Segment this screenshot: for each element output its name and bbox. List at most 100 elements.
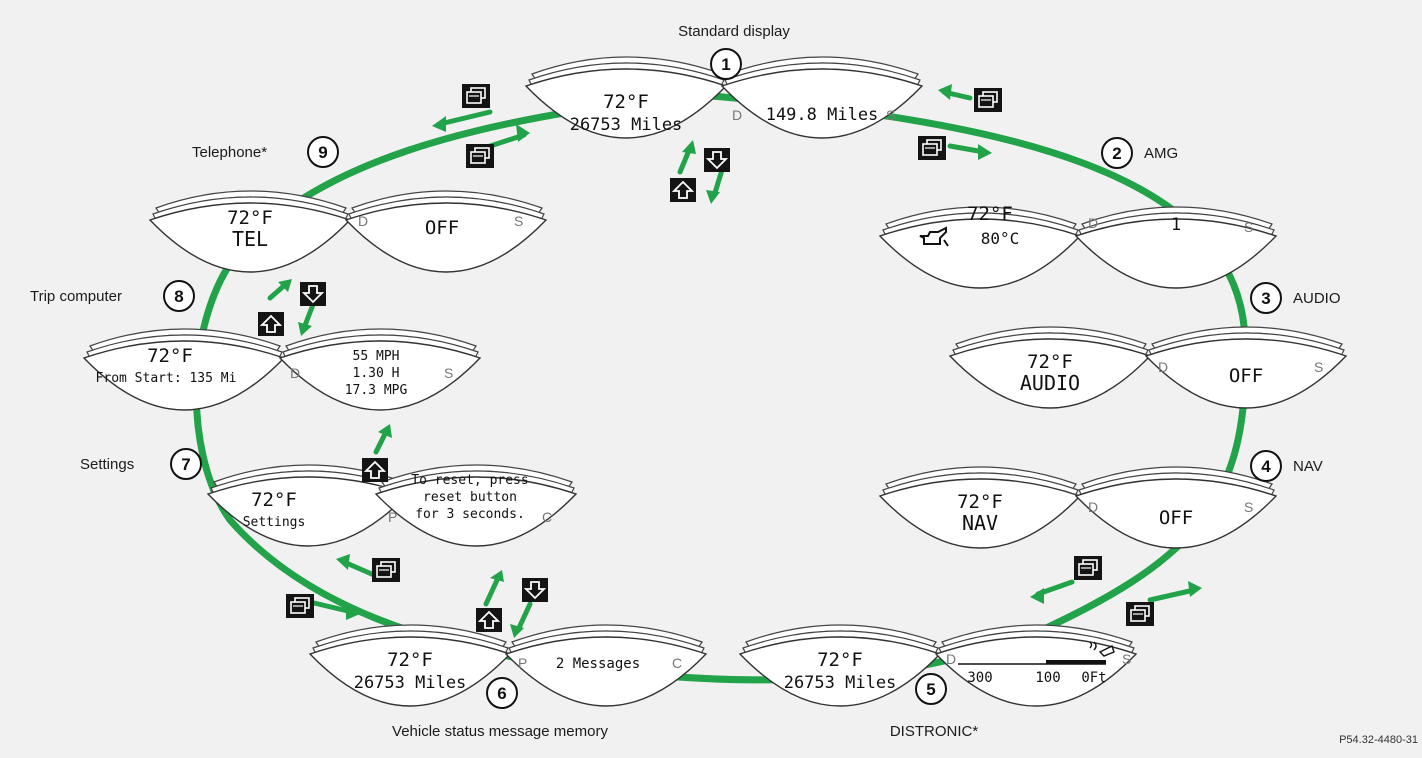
distronic-left-line-2: 26753 Miles [784,673,897,693]
arrow-status-down [515,601,533,633]
display-vehicle-status: 72°F 26753 Miles P C 2 Messages [309,624,707,707]
label-standard-display: Standard display [678,23,790,40]
arrow-status-up [483,575,501,607]
down-arrow-button-icon [703,147,731,173]
audio-left-line-1: 72°F [1027,351,1073,373]
amg-side-d: D [1088,215,1098,231]
number-4: 4 [1261,457,1271,476]
arrow-status-to-settings [341,559,377,578]
arrowhead-6 [978,144,992,160]
label-vehicle-status: Vehicle status message memory [392,723,608,740]
number-5: 5 [926,680,935,699]
number-badge-2 [1101,137,1133,169]
up-arrow-button-icon [669,177,697,203]
number-badge-9 [307,136,339,168]
display-standard: 72°F 26753 Miles D S 149.8 Miles [525,56,923,139]
number-1: 1 [721,55,730,74]
arrow-settings-to-status [311,600,355,615]
telephone-left-line-1: 72°F [227,207,273,229]
arrow-heads [278,84,1202,638]
distronic-left-line-1: 72°F [817,649,863,671]
vehicle-status-left-line-1: 72°F [387,649,433,671]
audio-left-line-2: AUDIO [1020,371,1080,395]
arrowhead-14 [1030,588,1044,604]
down-arrow-button-icon [521,577,549,603]
trip-right-line-2: 1.30 H [353,366,400,381]
display-amg: 72°F 80°C D S 1 [879,203,1277,289]
number-7: 7 [181,455,190,474]
display-nav: 72°F NAV D S OFF [879,466,1277,549]
arrowhead-12 [490,570,504,582]
amg-left-line-2: 80°C [981,229,1020,248]
trip-left-line-2: From Start: 135 Mi [96,371,237,386]
audio-side-s: S [1314,359,1323,375]
number-9: 9 [318,143,327,162]
oil-can-icon [919,226,949,247]
standard-right-line-1: 149.8 Miles [766,105,879,125]
arrow-distronic-to-nav [1147,587,1197,603]
vehicle-status-right-line-1: 2 Messages [556,656,640,672]
nav-side-s: S [1244,499,1253,515]
arrowhead-8 [298,322,312,336]
settings-left-line-2: Settings [243,515,306,530]
arrowhead-9 [378,424,392,438]
number-badge-5 [915,673,947,705]
window-button-icon [1125,601,1155,627]
number-2: 2 [1112,144,1121,163]
number-8: 8 [174,287,183,306]
label-telephone: Telephone* [192,144,267,161]
distronic-scale-300: 300 [967,670,992,686]
window-button-icon [285,593,315,619]
amg-right-line-1: 1 [1171,215,1181,235]
nav-left-line-1: 72°F [957,491,1003,513]
display-distronic: 72°F 26753 Miles D S 300 100 0Ft [739,624,1137,707]
settings-right-line-3: for 3 seconds. [415,507,525,522]
display-trip: 72°F From Start: 135 Mi D S 55 MPH 1.30 … [83,328,481,411]
number-badge-6 [486,677,518,709]
distronic-side-s: S [1122,651,1131,667]
distronic-scale-0ft: 0Ft [1081,670,1106,686]
down-arrow-button-icon [299,281,327,307]
telephone-left-line-2: TEL [232,227,268,251]
display-audio: 72°F AUDIO D S OFF [949,326,1347,409]
vehicle-status-left-line-2: 26753 Miles [354,673,467,693]
nav-right-line-1: OFF [1159,507,1193,529]
standard-left-line-2: 26753 Miles [570,115,683,135]
amg-side-s: S [1244,219,1253,235]
number-3: 3 [1261,289,1270,308]
arrowhead-2 [516,124,530,142]
trip-right-line-1: 55 MPH [353,349,400,364]
trip-side-d: D [290,365,300,381]
arrow-standard-to-telephone [437,109,493,127]
trip-side-s: S [444,365,453,381]
arrow-trip-down [301,299,317,331]
nav-left-line-2: NAV [962,511,998,535]
nav-side-d: D [1088,499,1098,515]
number-badge-7 [170,448,202,480]
settings-side-c: C [542,509,552,525]
arrowhead-4 [706,190,720,204]
trip-left-line-1: 72°F [147,345,193,367]
window-button-icon [973,87,1003,113]
settings-side-p: P [388,509,397,525]
arrowhead-1 [432,116,446,132]
number-badge-8 [163,280,195,312]
settings-right-line-2: reset button [423,490,517,505]
settings-right-line-1: To reset, press [411,473,528,488]
telephone-right-line-1: OFF [425,217,459,239]
audio-right-line-1: OFF [1229,365,1263,387]
settings-left-line-1: 72°F [251,489,297,511]
window-button-icon [1073,555,1103,581]
distronic-side-d: D [946,651,956,667]
label-trip-computer: Trip computer [30,288,122,305]
number-badge-1 [710,48,742,80]
trip-right-line-3: 17.3 MPG [345,383,408,398]
arrowhead-15 [1188,581,1202,597]
display-telephone: 72°F TEL D S OFF [149,190,547,273]
vehicle-status-side-c: C [672,655,682,671]
standard-side-s: S [886,107,895,123]
arrowhead-13 [510,624,524,638]
window-button-icon [917,135,947,161]
label-distronic: DISTRONIC* [890,723,979,740]
